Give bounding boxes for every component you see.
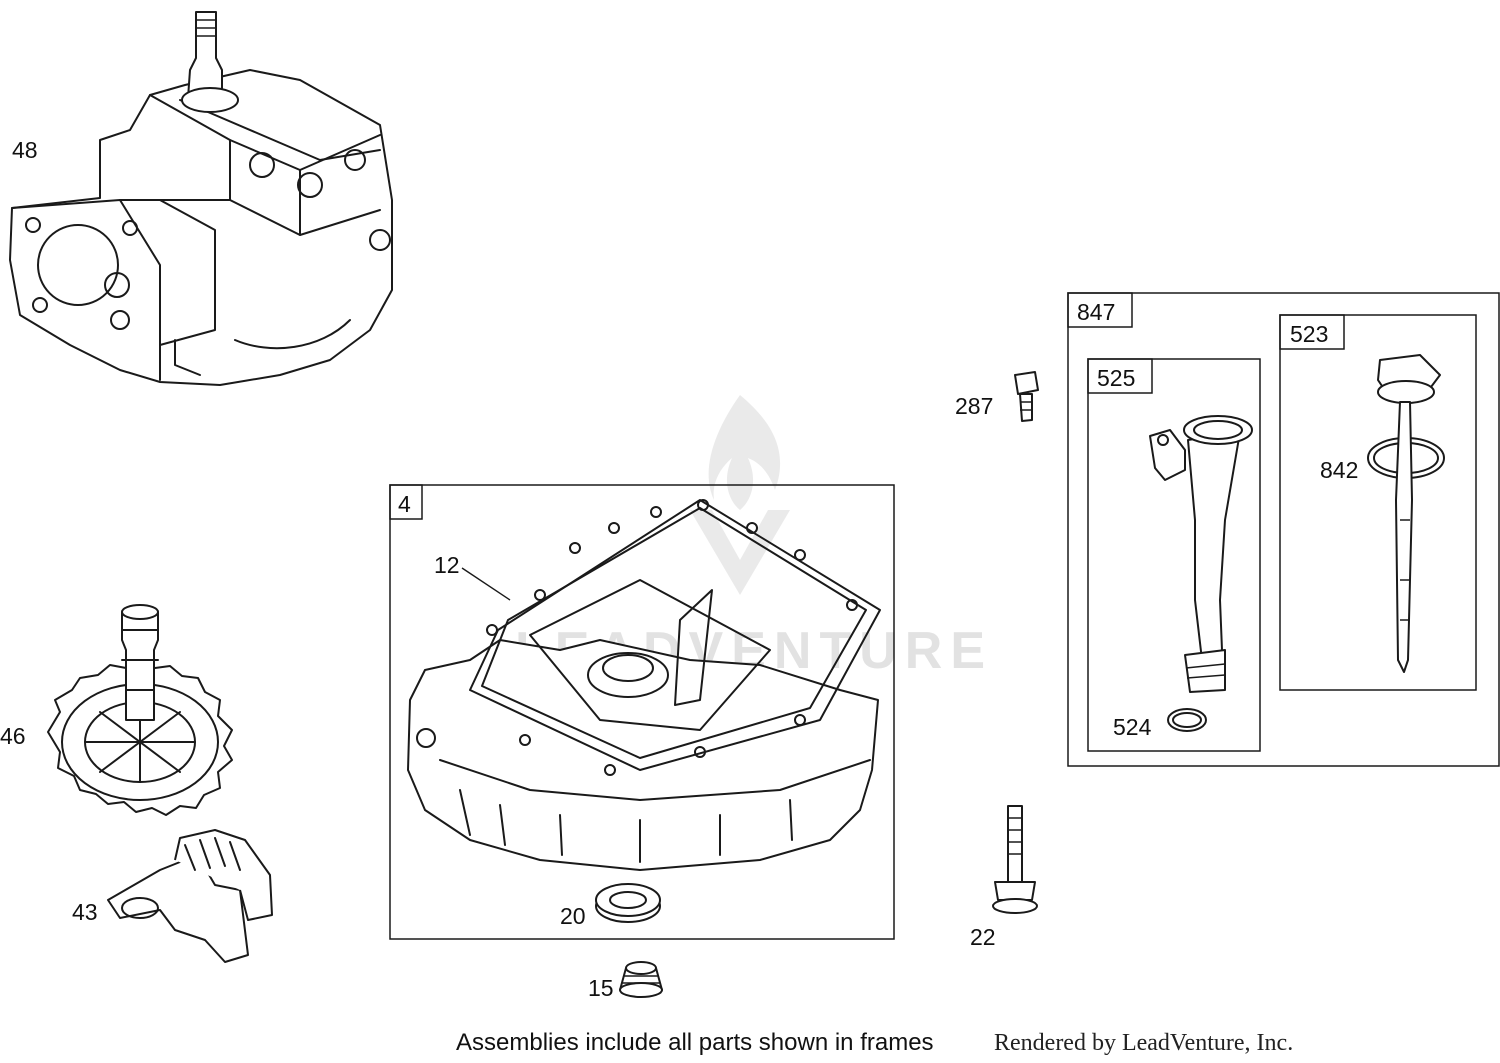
engine-block-part — [9, 11, 393, 386]
dipstick-tube-part — [1149, 415, 1253, 732]
label-12: 12 — [434, 552, 460, 578]
label-46: 46 — [0, 723, 26, 749]
camshaft-gear-part — [47, 604, 233, 816]
label-842: 842 — [1320, 457, 1358, 483]
bolt-287-part — [1014, 371, 1039, 422]
label-20: 20 — [560, 903, 586, 929]
label-48: 48 — [12, 137, 38, 163]
label-22: 22 — [970, 924, 996, 950]
sump-cover-part — [407, 499, 881, 923]
label-525: 525 — [1097, 365, 1135, 391]
frame-847 — [1067, 292, 1500, 767]
governor-part — [107, 829, 273, 963]
label-524: 524 — [1113, 714, 1152, 740]
bolt-22-part — [992, 805, 1038, 914]
label-4: 4 — [398, 491, 411, 517]
label-15: 15 — [588, 975, 614, 1001]
label-847: 847 — [1077, 299, 1115, 325]
frame-525 — [1087, 358, 1261, 752]
oil-plug-part — [619, 961, 663, 998]
rendered-by-credit: Rendered by LeadVenture, Inc. — [994, 1030, 1293, 1056]
label-523: 523 — [1290, 321, 1328, 347]
frame-523 — [1279, 314, 1477, 691]
watermark: LEADVENTURE — [515, 395, 985, 680]
assemblies-note: Assemblies include all parts shown in fr… — [456, 1029, 934, 1056]
dipstick-part — [1367, 354, 1445, 673]
frame-4 — [389, 484, 895, 940]
label-43: 43 — [72, 899, 98, 925]
label-287: 287 — [955, 393, 993, 419]
